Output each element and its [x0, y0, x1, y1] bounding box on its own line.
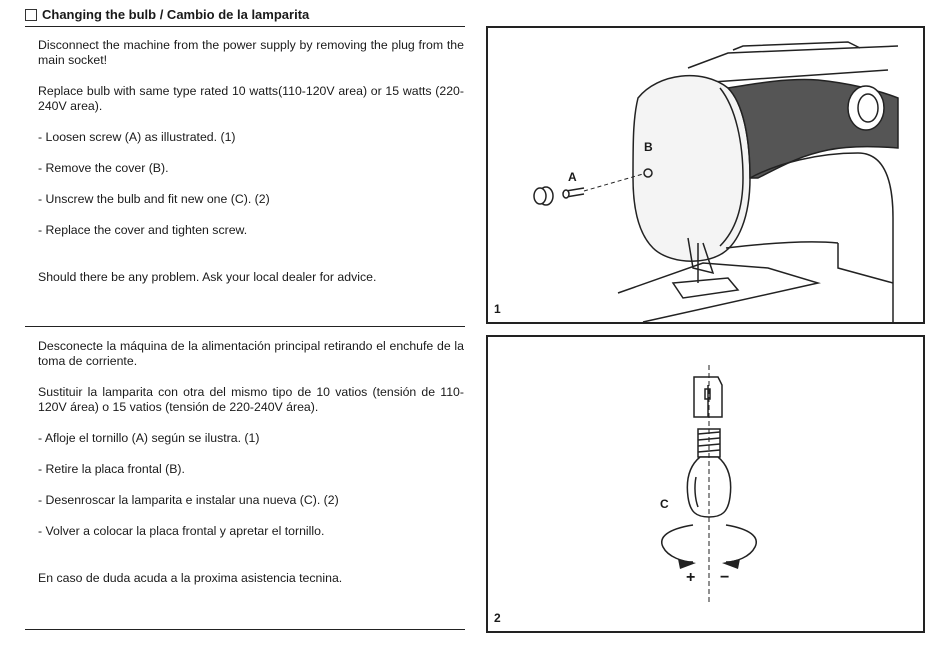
figure-1-sewing-machine: A B 1: [486, 26, 925, 324]
label-c: C: [660, 497, 669, 511]
plus-sign: +: [686, 569, 696, 586]
instruction-step: - Afloje el tornillo (A) según se ilustr…: [38, 431, 260, 445]
instruction-step: - Remove the cover (B).: [38, 161, 169, 175]
instruction-paragraph: Desconecte la máquina de la alimentación…: [38, 339, 464, 368]
minus-sign: −: [720, 569, 730, 586]
instruction-step: - Unscrew the bulb and fit new one (C). …: [38, 192, 270, 206]
section-divider: [25, 326, 465, 327]
figure-2-bulb: C + − 2: [486, 335, 925, 633]
label-a: A: [568, 170, 577, 184]
instruction-note: Should there be any problem. Ask your lo…: [38, 270, 377, 284]
english-instructions: Disconnect the machine from the power su…: [38, 38, 464, 301]
figure-number: 2: [494, 611, 501, 625]
label-b: B: [644, 140, 653, 154]
checkbox-icon: [25, 8, 37, 21]
figure-number: 1: [494, 302, 501, 316]
instruction-step: - Loosen screw (A) as illustrated. (1): [38, 130, 236, 144]
instruction-step: - Desenroscar la lamparita e instalar un…: [38, 493, 339, 507]
instruction-paragraph: Disconnect the machine from the power su…: [38, 38, 464, 67]
instruction-paragraph: Sustituir la lamparita con otra del mism…: [38, 385, 464, 414]
instruction-step: - Volver a colocar la placa frontal y ap…: [38, 524, 325, 538]
instruction-step: - Replace the cover and tighten screw.: [38, 223, 248, 237]
bulb-illustration: [661, 365, 757, 602]
section-title-text: Changing the bulb / Cambio de la lampari…: [42, 7, 310, 22]
spanish-instructions: Desconecte la máquina de la alimentación…: [38, 339, 464, 602]
sewing-machine-illustration: [533, 41, 899, 322]
section-title: Changing the bulb / Cambio de la lampari…: [25, 7, 309, 22]
instruction-paragraph: Replace bulb with same type rated 10 wat…: [38, 84, 464, 113]
bottom-rule: [25, 629, 465, 630]
title-underline: [25, 26, 465, 27]
instruction-step: - Retire la placa frontal (B).: [38, 462, 185, 476]
instruction-note: En caso de duda acuda a la proxima asist…: [38, 571, 343, 585]
